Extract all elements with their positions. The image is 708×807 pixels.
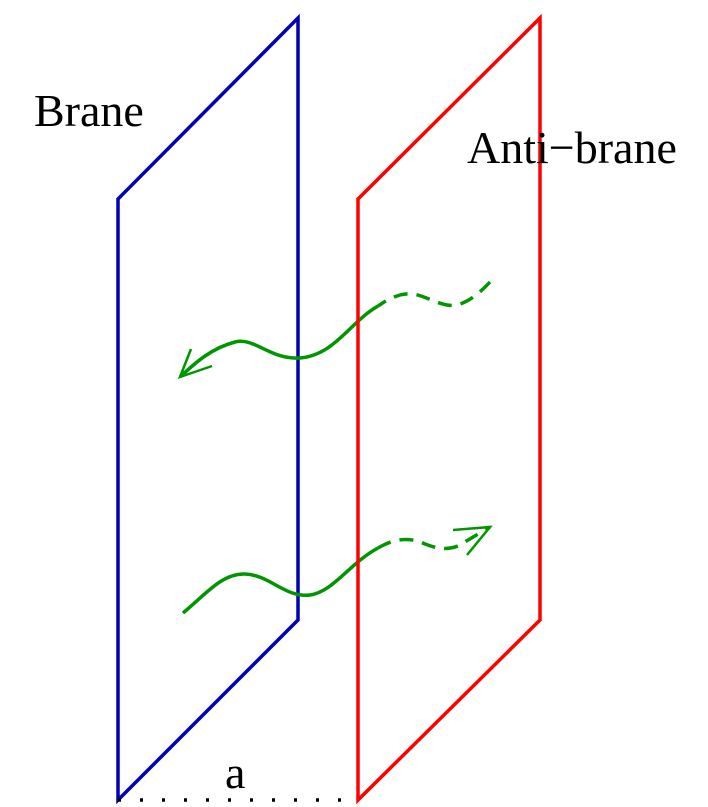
anti-brane-label: Anti−brane <box>467 122 677 173</box>
upper-string-dashed <box>378 282 490 306</box>
separation-label: a <box>225 747 245 798</box>
brane-label: Brane <box>34 85 144 136</box>
lower-string-dashed <box>378 527 490 548</box>
lower-string-arrowhead <box>453 527 490 555</box>
brane-plane <box>118 18 298 800</box>
lower-string-solid <box>183 548 378 613</box>
